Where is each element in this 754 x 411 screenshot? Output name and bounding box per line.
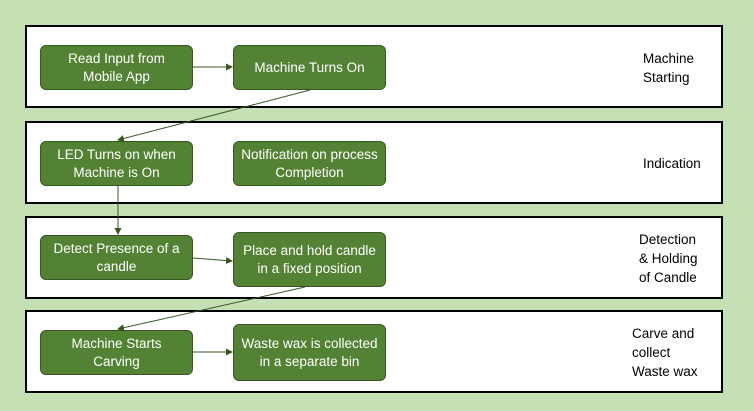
- node-led-turns-on: LED Turns on when Machine is On: [40, 141, 193, 186]
- node-read-input: Read Input from Mobile App: [40, 45, 193, 90]
- stage-label-detection: Detection & Holding of Candle: [639, 232, 698, 285]
- stage-label-indication: Indication: [643, 156, 701, 171]
- stage-label-machine-starting: Machine Starting: [643, 51, 695, 85]
- node-machine-turns-on: Machine Turns On: [233, 45, 386, 90]
- node-detect-presence: Detect Presence of a candle: [40, 235, 193, 280]
- node-machine-starts-carving: Machine Starts Carving: [40, 330, 193, 375]
- node-place-and-hold: Place and hold candle in a fixed positio…: [233, 232, 386, 287]
- node-waste-wax: Waste wax is collected in a separate bin: [233, 324, 386, 381]
- stage-label-carve: Carve and collect Waste wax: [632, 326, 698, 379]
- node-notification: Notification on process Completion: [233, 141, 386, 186]
